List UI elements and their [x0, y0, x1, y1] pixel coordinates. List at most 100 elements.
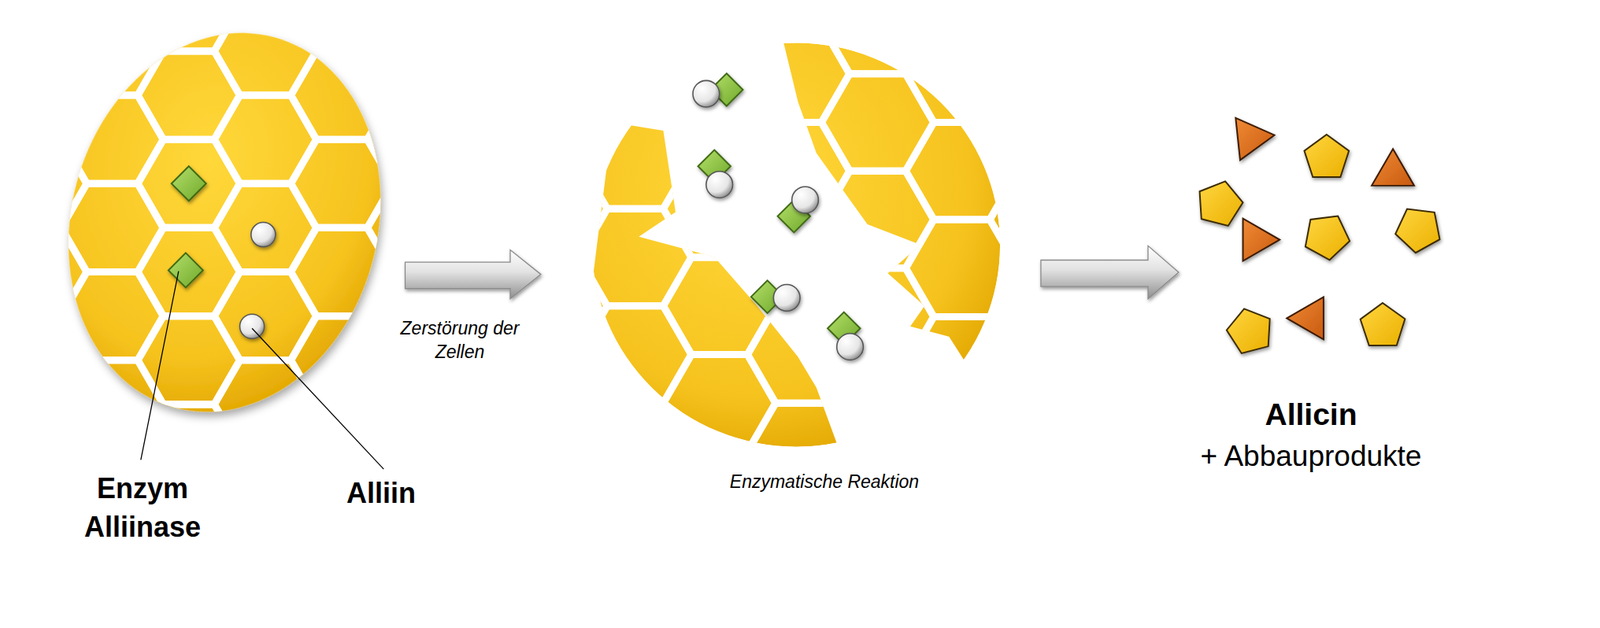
- cell-wall: [578, 0, 692, 15]
- cell-wall: [0, 227, 87, 316]
- cell-wall: [1000, 355, 1113, 452]
- cell-wall: [662, 160, 776, 258]
- cell-wall: [1074, 122, 1187, 220]
- process-arrow: [1040, 245, 1179, 299]
- cell-wall: [290, 316, 393, 405]
- cell-wall: [905, 122, 1019, 220]
- cell-wall: [652, 170, 766, 268]
- cell-wall: [569, 414, 682, 512]
- cell-wall: [578, 111, 692, 209]
- cell-wall: [367, 537, 471, 626]
- cell-wall: [1000, 451, 1113, 549]
- cell-wall: [578, 403, 692, 500]
- cell-wall: [485, 74, 598, 171]
- cell-wall: [905, 25, 1019, 123]
- cell-wall: [0, 537, 11, 626]
- cell-wall: [1158, 0, 1271, 75]
- cell-wall: [61, 0, 164, 8]
- cell-wall: [214, 0, 317, 8]
- allicin-pentagon: [1303, 134, 1349, 178]
- product-subtitle: + Abbauprodukte: [1145, 437, 1477, 476]
- callout-label: Enzym Alliinase: [59, 470, 226, 547]
- cell-wall: [989, 74, 1103, 171]
- cell-wall: [367, 95, 471, 184]
- cell-wall: [989, 0, 1103, 75]
- cell-wall: [831, 355, 945, 452]
- cell-wall: [905, 219, 1019, 317]
- cell-wall: [1000, 0, 1113, 63]
- cell-wall: [0, 0, 11, 8]
- cell-wall: [411, 403, 524, 500]
- cell-wall: [578, 14, 692, 112]
- alliin-ball: [240, 314, 265, 339]
- cell-wall: [747, 0, 860, 15]
- cell-wall: [1000, 62, 1113, 160]
- cell-wall: [1000, 548, 1113, 628]
- alliin-ball: [773, 285, 800, 312]
- intact-cell-disc: [0, 0, 546, 626]
- cell-wall: [0, 95, 11, 184]
- breakdown-triangle: [1286, 296, 1324, 340]
- cell-wall: [0, 51, 87, 140]
- cell-wall: [495, 62, 608, 160]
- cell-wall: [652, 0, 766, 75]
- cell-wall: [662, 548, 776, 628]
- cell-wall: [905, 414, 1019, 512]
- cell-wall: [0, 360, 11, 449]
- cell-wall: [367, 7, 471, 96]
- allicin-pentagon: [1226, 308, 1271, 354]
- cell-wall: [1074, 414, 1187, 512]
- cell-wall: [989, 462, 1103, 560]
- cell-wall: [652, 365, 766, 463]
- cell-wall: [569, 122, 682, 220]
- cell-wall: [569, 316, 682, 414]
- cell-wall: [831, 548, 945, 628]
- cell-wall: [662, 451, 776, 549]
- cell-wall: [1074, 25, 1187, 123]
- cell-wall: [569, 219, 682, 317]
- cell-wall: [290, 51, 393, 140]
- alliin-ball: [692, 80, 720, 108]
- cell-wall: [485, 170, 598, 268]
- cell-wall: [495, 355, 608, 452]
- cell-wall: [326, 548, 440, 628]
- cell-wall: [61, 537, 164, 626]
- cell-wall: [444, 139, 547, 228]
- cell-wall: [569, 511, 682, 608]
- cell-wall: [444, 404, 547, 493]
- cell-wall: [290, 227, 393, 316]
- alliin-ball: [251, 222, 276, 248]
- cell-wall: [747, 597, 860, 628]
- breakdown-triangle: [1371, 148, 1415, 186]
- breakdown-triangle: [1235, 118, 1275, 161]
- cell-wall: [444, 492, 547, 582]
- cell-wall: [747, 500, 860, 598]
- cell-wall: [821, 365, 934, 463]
- cell-wall: [444, 51, 547, 140]
- cell-wall: [905, 511, 1019, 608]
- alliin-ball: [792, 186, 819, 214]
- cell-wall: [444, 0, 547, 52]
- cell-wall: [989, 170, 1103, 268]
- cell-wall: [495, 548, 608, 628]
- cell-wall: [214, 537, 317, 626]
- arrow-label: Zerstörung der Zellen: [388, 317, 531, 365]
- cell-wall: [0, 0, 87, 52]
- alliin-ball: [837, 333, 864, 361]
- broken-cell-disc: [326, 0, 1271, 628]
- product-title: Allicin: [1145, 395, 1477, 436]
- leader-line: [251, 328, 384, 470]
- cell-wall: [367, 360, 471, 449]
- cell-wall: [326, 160, 440, 258]
- cell-wall: [411, 14, 524, 112]
- cell-wall: [662, 62, 776, 160]
- cell-wall: [0, 139, 87, 228]
- cell-wall: [214, 448, 317, 538]
- cell-wall: [411, 0, 524, 15]
- cell-wall: [485, 365, 598, 463]
- callout-label: Alliin: [302, 475, 460, 513]
- cell-wall: [989, 365, 1103, 463]
- allicin-pentagon: [1395, 209, 1440, 254]
- cell-wall: [411, 208, 524, 306]
